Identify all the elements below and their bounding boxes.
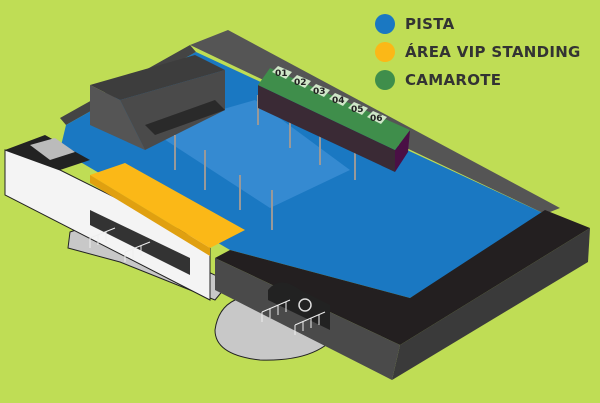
white-building-windows bbox=[90, 210, 190, 275]
camarote-roof bbox=[258, 68, 410, 150]
pista-highlight bbox=[150, 100, 350, 208]
camarote-box-tile bbox=[367, 111, 387, 124]
outer-wall-right-side bbox=[392, 228, 590, 380]
ceiling-box bbox=[30, 138, 75, 160]
vip-area-top bbox=[90, 163, 245, 248]
camarote-box-tile bbox=[348, 102, 368, 115]
pista-color-dot bbox=[375, 14, 395, 34]
camarote-box-label: 03 bbox=[313, 87, 326, 97]
camarote-box-label: 04 bbox=[332, 96, 345, 106]
camarote-box-tile bbox=[310, 84, 330, 97]
stage-platform bbox=[145, 100, 225, 135]
stage-top bbox=[90, 55, 225, 100]
camarote-box-label: 01 bbox=[275, 69, 288, 79]
legend: PISTA ÁREA VIP STANDING CAMAROTE bbox=[375, 10, 581, 94]
legend-item-vip: ÁREA VIP STANDING bbox=[375, 38, 581, 66]
camarote-box-label: 05 bbox=[351, 105, 364, 115]
stage-front bbox=[90, 85, 145, 150]
legend-label: ÁREA VIP STANDING bbox=[405, 43, 581, 61]
logo-mark-icon bbox=[298, 298, 312, 312]
outer-wall-right-top bbox=[215, 210, 590, 345]
camarote-color-dot bbox=[375, 70, 395, 90]
camarote-box-tile bbox=[291, 75, 311, 88]
camarote-box-label: 02 bbox=[294, 78, 307, 88]
legend-label: CAMAROTE bbox=[405, 71, 502, 89]
legend-item-camarote: CAMAROTE bbox=[375, 66, 581, 94]
vip-color-dot bbox=[375, 42, 395, 62]
camarote-box-tile bbox=[329, 93, 349, 106]
vip-area-side bbox=[90, 175, 210, 256]
camarote-box-label: 06 bbox=[370, 114, 383, 124]
stage-right bbox=[120, 70, 225, 150]
legend-label: PISTA bbox=[405, 15, 455, 33]
entrance-railings bbox=[89, 227, 326, 335]
camarote-side bbox=[395, 130, 410, 172]
camarote-box-tile bbox=[272, 66, 292, 79]
legend-item-pista: PISTA bbox=[375, 10, 581, 38]
camarote-front bbox=[258, 85, 395, 172]
